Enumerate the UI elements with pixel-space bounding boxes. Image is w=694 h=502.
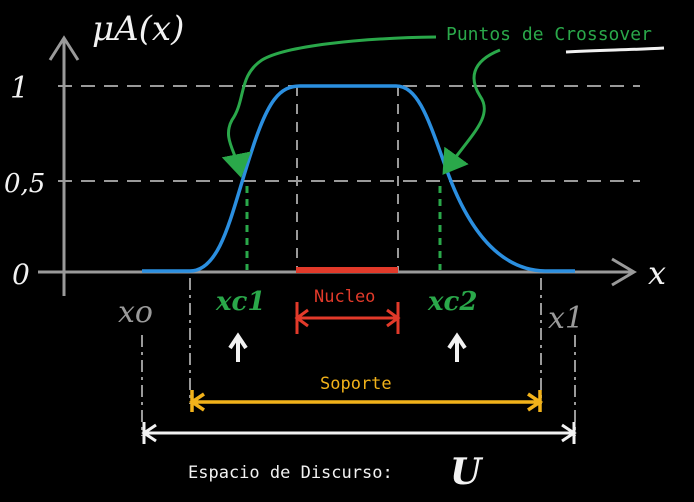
espacio-label: Espacio de Discurso: <box>188 463 393 483</box>
up-arrow-icon <box>447 332 467 362</box>
crossover-underline <box>565 46 665 54</box>
membership-curve <box>142 84 575 273</box>
crossover-arrow-left <box>221 35 437 178</box>
nucleo-bracket <box>294 302 401 334</box>
nucleo-label: Nucleo <box>314 287 375 307</box>
xc1-label: xc1 <box>215 287 265 317</box>
x1-label: x1 <box>548 301 584 336</box>
tick-zero-label: 0 <box>12 258 30 291</box>
y-axis-label: μA(x) <box>92 9 184 49</box>
x0-label: xo <box>118 295 153 330</box>
up-arrow-icon <box>228 332 248 362</box>
x-axis-label: x <box>648 254 666 292</box>
soporte-label: Soporte <box>320 374 392 394</box>
universe-icon: U <box>450 451 484 493</box>
xc2-label: xc2 <box>427 287 477 317</box>
crossover-label: Puntos de Crossover <box>446 24 652 45</box>
tick-half-label: 0,5 <box>4 169 45 199</box>
tick-one-label: 1 <box>10 71 29 106</box>
y-axis-arrowhead <box>48 35 80 61</box>
x-axis-arrowhead <box>611 257 637 287</box>
crossover-arrow-right <box>442 48 501 175</box>
universe-bracket <box>141 422 577 444</box>
soporte-bracket <box>188 390 544 412</box>
